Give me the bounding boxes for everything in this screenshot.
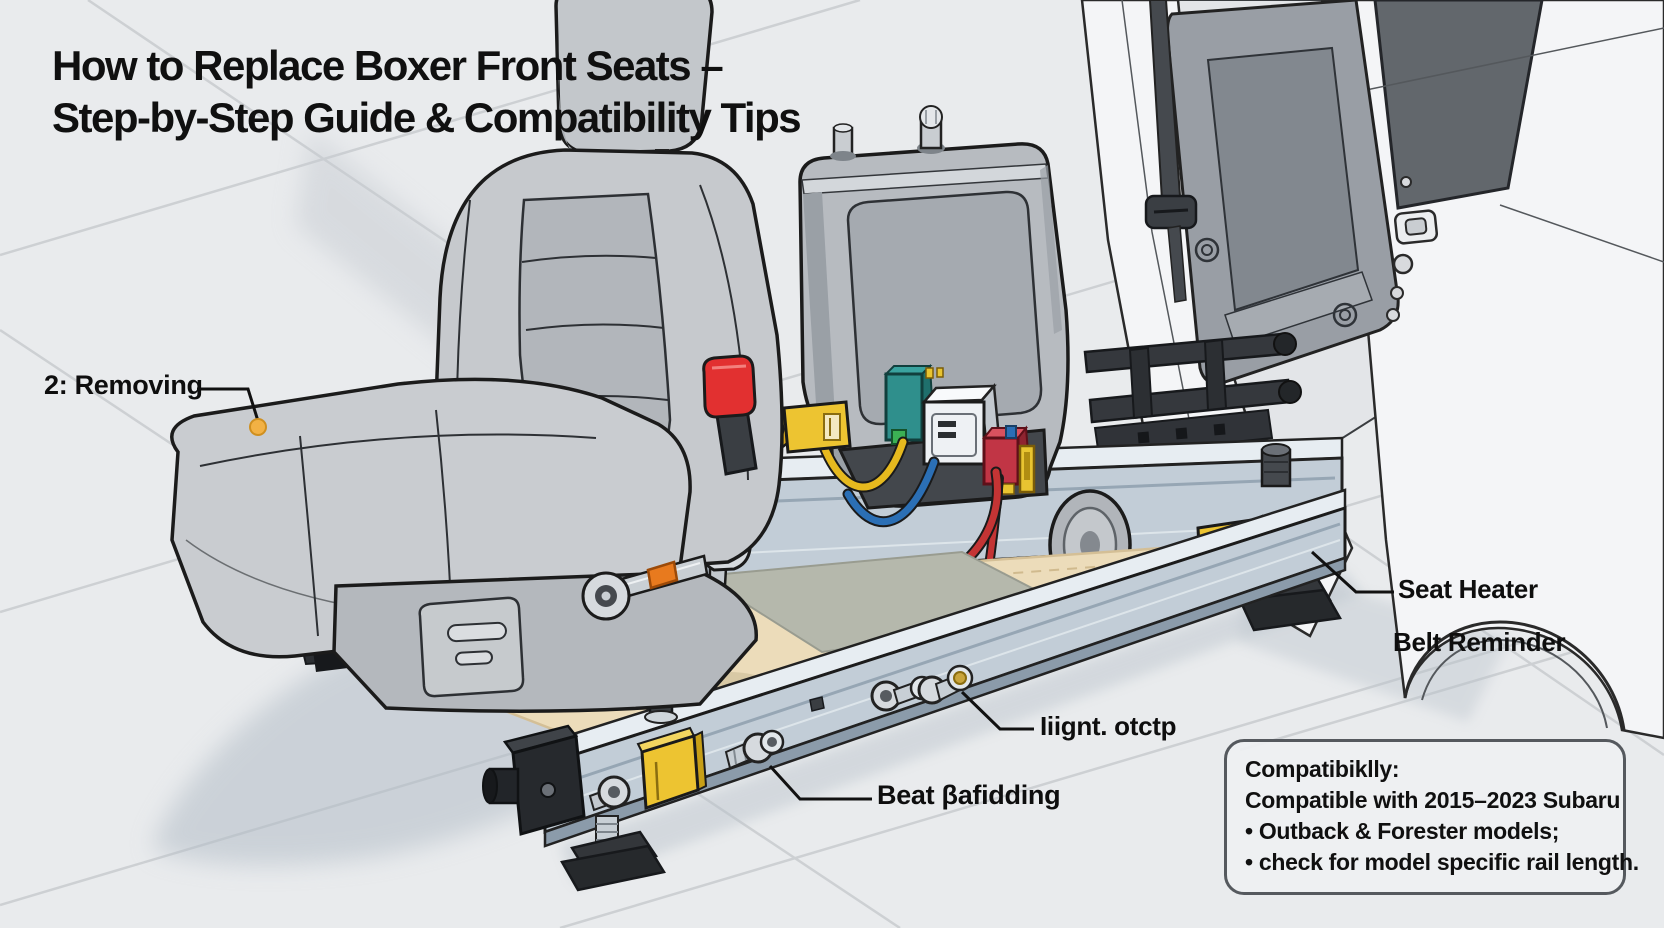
- seat-frame-panel: [1166, 0, 1400, 385]
- adjustable-foot-left: [560, 815, 666, 892]
- wheel-arch: [1403, 620, 1626, 731]
- seat-back-frame: [750, 105, 1132, 695]
- compatibility-bullet: • Outback & Forester models;: [1245, 818, 1560, 844]
- front-seat: [170, 0, 784, 713]
- headrest-posts: [830, 105, 945, 161]
- rear-window: [1373, 0, 1544, 210]
- callout-leaders: [197, 387, 1394, 801]
- callout-removing-step: 2: Removing: [44, 370, 203, 400]
- power-switch-small: [455, 650, 493, 666]
- ratchet-tool: [581, 554, 709, 621]
- compatibility-heading: Compatibiklly:: [1245, 756, 1400, 782]
- rail-bolt-1: [588, 775, 631, 812]
- red-connector: [981, 425, 1036, 495]
- door-hinge-hardware: [1386, 176, 1439, 322]
- leader-removing: [197, 387, 260, 422]
- callout-light: Iiignt. otctp: [1040, 711, 1177, 741]
- white-connector-box: [921, 382, 1002, 466]
- callout-belt-reminder: Belt Reminder: [1393, 627, 1566, 657]
- seat-base: [332, 570, 758, 713]
- rail-bolt-4: [917, 664, 974, 705]
- callout-seat-padding: Beat βafidding: [877, 780, 1061, 810]
- title-line-2: Step-by-Step Guide & Compatibility Tips: [52, 94, 802, 141]
- title-line-1: How to Replace Boxer Front Seats –: [52, 42, 724, 89]
- rail-bolt-2: [724, 729, 785, 770]
- marker-dot: [249, 418, 267, 436]
- power-switch: [447, 621, 507, 643]
- leader-padding: [768, 764, 872, 801]
- rail-yellow-connector-front: [636, 726, 708, 811]
- vehicle-body: [1080, 0, 1664, 740]
- callout-seat-heater: Seat Heater: [1398, 574, 1538, 604]
- compatibility-note-box: Compatibiklly: Compatible with 2015–2023…: [1224, 739, 1639, 895]
- compatibility-line: Compatible with 2015–2023 Subaru: [1245, 787, 1621, 813]
- front-seat-rail: [482, 488, 1347, 892]
- page-title: How to Replace Boxer Front Seats – Step-…: [52, 40, 802, 144]
- compatibility-bullet: • check for model specific rail length.: [1245, 849, 1639, 875]
- seat-belt-buckle: [702, 354, 758, 476]
- vertical-bolt: [1260, 443, 1292, 488]
- rail-slot: [809, 696, 825, 712]
- rail-end-cap: [482, 724, 586, 836]
- leader-light: [960, 690, 1034, 731]
- leader-seat-heater: [1310, 550, 1394, 594]
- seat-belt: [1144, 0, 1198, 303]
